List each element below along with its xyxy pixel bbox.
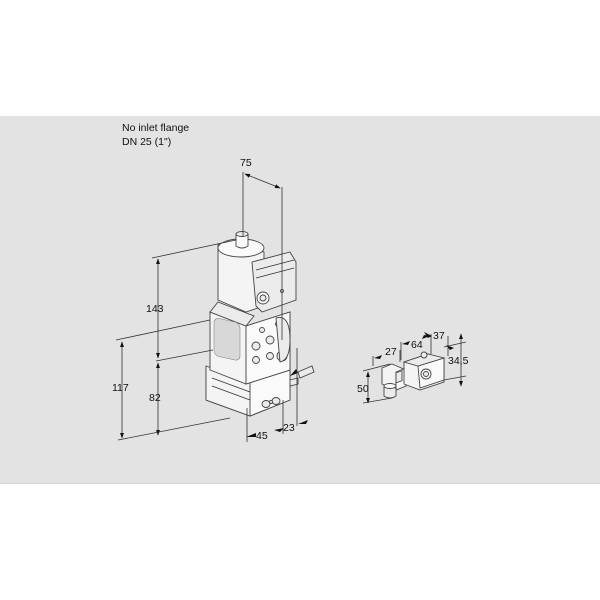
main-valve-dimensions: 75 143 82 117 45 23 <box>112 157 308 442</box>
dim-50: 50 <box>357 383 369 395</box>
dim-37: 37 <box>433 330 445 342</box>
dim-23: 23 <box>283 422 295 434</box>
pressure-switch-drawing <box>381 351 446 399</box>
valve-test-nipple <box>289 365 315 387</box>
caption-size: DN 25 (1") <box>122 136 172 148</box>
dim-117: 117 <box>112 382 129 394</box>
dim-64: 64 <box>411 339 423 351</box>
dim-27: 27 <box>385 346 397 358</box>
dim-143: 143 <box>146 303 164 315</box>
main-valve-drawing <box>205 231 315 417</box>
valve-actuator <box>217 231 297 313</box>
dim-82: 82 <box>149 392 161 404</box>
dim-75: 75 <box>240 157 252 169</box>
pressure-switch-dimensions: 27 64 37 34,5 50 <box>357 330 469 404</box>
drawing-caption: No inlet flange DN 25 (1") <box>122 121 189 149</box>
dim-34-5: 34,5 <box>448 355 469 367</box>
valve-filter-block <box>209 301 291 385</box>
drawing-background-band <box>0 116 600 484</box>
valve-base-block <box>205 365 291 417</box>
caption-flange: No inlet flange <box>122 122 190 134</box>
dim-45: 45 <box>256 430 268 442</box>
